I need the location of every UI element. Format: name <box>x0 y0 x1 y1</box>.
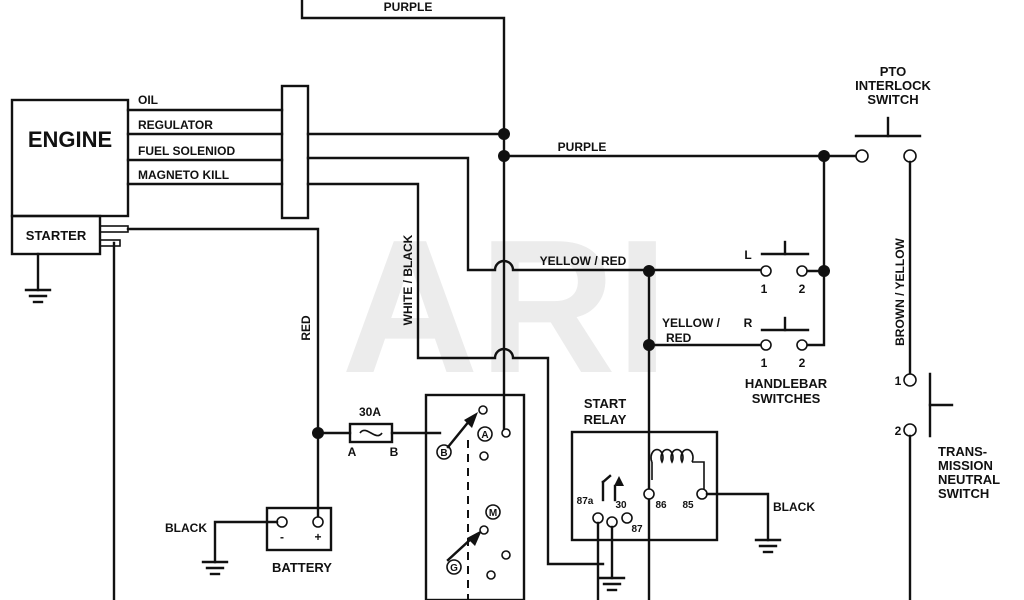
battery-plus: + <box>314 530 321 544</box>
handlebar-l-letter: L <box>744 248 751 262</box>
battery-minus: - <box>280 530 284 544</box>
battery-label: BATTERY <box>272 560 332 575</box>
wire-label-purple-top: PURPLE <box>384 0 433 14</box>
engine-ground-icon <box>24 252 52 304</box>
key-terminal-g: G <box>450 563 458 574</box>
relay-term-85: 85 <box>682 500 694 511</box>
relay-label-2: RELAY <box>584 412 627 427</box>
key-terminal-a: A <box>481 430 488 441</box>
fuse-30a <box>348 422 394 444</box>
relay-term-86: 86 <box>655 500 667 511</box>
relay-label-1: START <box>584 396 626 411</box>
starter-label: STARTER <box>26 228 87 243</box>
fuse-label: 30A <box>359 405 381 419</box>
handlebar-l-term-2: 2 <box>799 282 806 296</box>
wire-label-black-battery: BLACK <box>165 521 207 535</box>
relay-term-87: 87 <box>631 524 643 535</box>
wire-label-magneto: MAGNETO KILL <box>138 168 229 182</box>
key-terminal-m: M <box>489 508 497 519</box>
relay-bottom-ground-icon <box>598 576 626 592</box>
wire-label-brown-yellow: BROWN / YELLOW <box>893 237 907 345</box>
wire-label-fuel: FUEL SOLENIOD <box>138 144 235 158</box>
trans-terminal-2: 2 <box>895 424 902 438</box>
transmission-neutral-switch <box>903 372 954 438</box>
trans-label-3: NEUTRAL <box>938 472 1000 487</box>
handlebar-l-term-1: 1 <box>761 282 768 296</box>
pto-label-1: PTO <box>880 64 907 79</box>
wire-label-yellow-red-2a: YELLOW / <box>662 316 721 330</box>
trans-terminal-1: 1 <box>895 374 902 388</box>
handlebar-switch-l <box>760 240 810 277</box>
wire-label-regulator: REGULATOR <box>138 118 213 132</box>
wire-label-red: RED <box>299 315 313 341</box>
start-relay <box>570 430 719 542</box>
starter-block: STARTER <box>10 214 129 256</box>
trans-label-4: SWITCH <box>938 486 989 501</box>
handlebar-r-term-2: 2 <box>799 356 806 370</box>
handlebar-label-2: SWITCHES <box>752 391 821 406</box>
wire-label-white-black: WHITE / BLACK <box>401 234 415 325</box>
trans-label-2: MISSION <box>938 458 993 473</box>
fuse-b-label: B <box>390 445 399 459</box>
wire-label-oil: OIL <box>138 93 158 107</box>
handlebar-switch-r <box>760 316 810 351</box>
engine-label: ENGINE <box>28 127 112 152</box>
engine-block: ENGINE <box>10 98 130 218</box>
key-terminal-b: B <box>440 448 447 459</box>
battery-ground-icon <box>201 560 229 576</box>
pto-label-2: INTERLOCK <box>855 78 931 93</box>
wire-connector <box>280 84 310 220</box>
handlebar-r-letter: R <box>744 316 753 330</box>
wire-label-yellow-red-2b: RED <box>666 331 692 345</box>
relay-term-30: 30 <box>615 500 627 511</box>
battery <box>265 506 333 552</box>
trans-label-1: TRANS- <box>938 444 987 459</box>
ignition-switch <box>424 393 526 600</box>
pto-interlock-switch <box>854 116 922 163</box>
wire-label-black-relay: BLACK <box>773 500 815 514</box>
relay-ground-icon <box>754 538 782 554</box>
pto-label-3: SWITCH <box>867 92 918 107</box>
wire-label-yellow-red-1: YELLOW / RED <box>540 254 627 268</box>
relay-term-87a: 87a <box>577 496 594 507</box>
wire-label-purple-mid: PURPLE <box>558 140 607 154</box>
handlebar-label-1: HANDLEBAR <box>745 376 828 391</box>
fuse-a-label: A <box>348 445 357 459</box>
handlebar-r-term-1: 1 <box>761 356 768 370</box>
